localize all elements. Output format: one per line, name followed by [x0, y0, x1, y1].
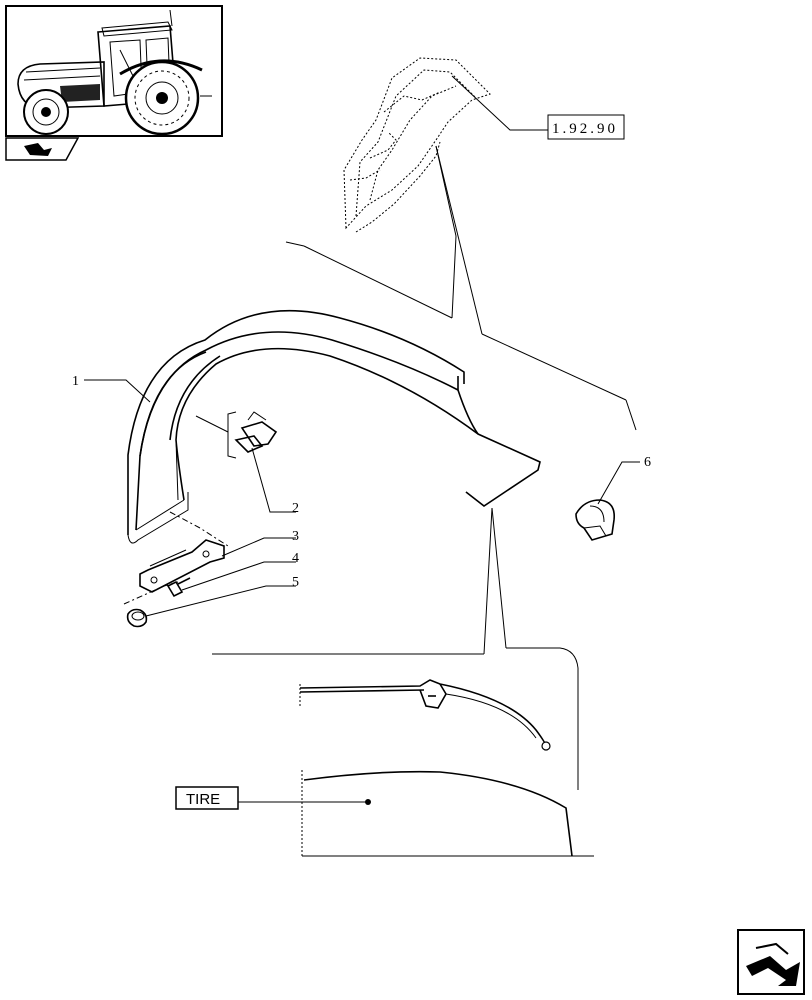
edge-clip [575, 499, 616, 541]
tire-section [238, 770, 594, 858]
cab-ghost-outline [343, 57, 491, 233]
rear-fender [127, 309, 541, 544]
callout-4: 4 [292, 551, 299, 566]
screw [166, 577, 191, 598]
reference-number[interactable]: 1.92.90 [552, 121, 618, 137]
reference-box[interactable] [547, 114, 625, 140]
nut [126, 608, 148, 628]
callout-2: 2 [292, 501, 299, 516]
tire-label-box [175, 786, 239, 810]
section-arrow-icon[interactable] [5, 137, 80, 161]
callout-6: 6 [644, 455, 651, 470]
mounting-bracket [139, 539, 225, 593]
callout-3: 3 [292, 529, 299, 544]
spring-clip [234, 411, 278, 453]
fender-edge-section [299, 679, 551, 751]
tire-label: TIRE [186, 791, 220, 808]
next-page-arrow-icon[interactable] [737, 929, 805, 995]
tractor-thumbnail-icon [5, 5, 223, 137]
callout-1: 1 [72, 374, 79, 389]
callout-5: 5 [292, 575, 299, 590]
